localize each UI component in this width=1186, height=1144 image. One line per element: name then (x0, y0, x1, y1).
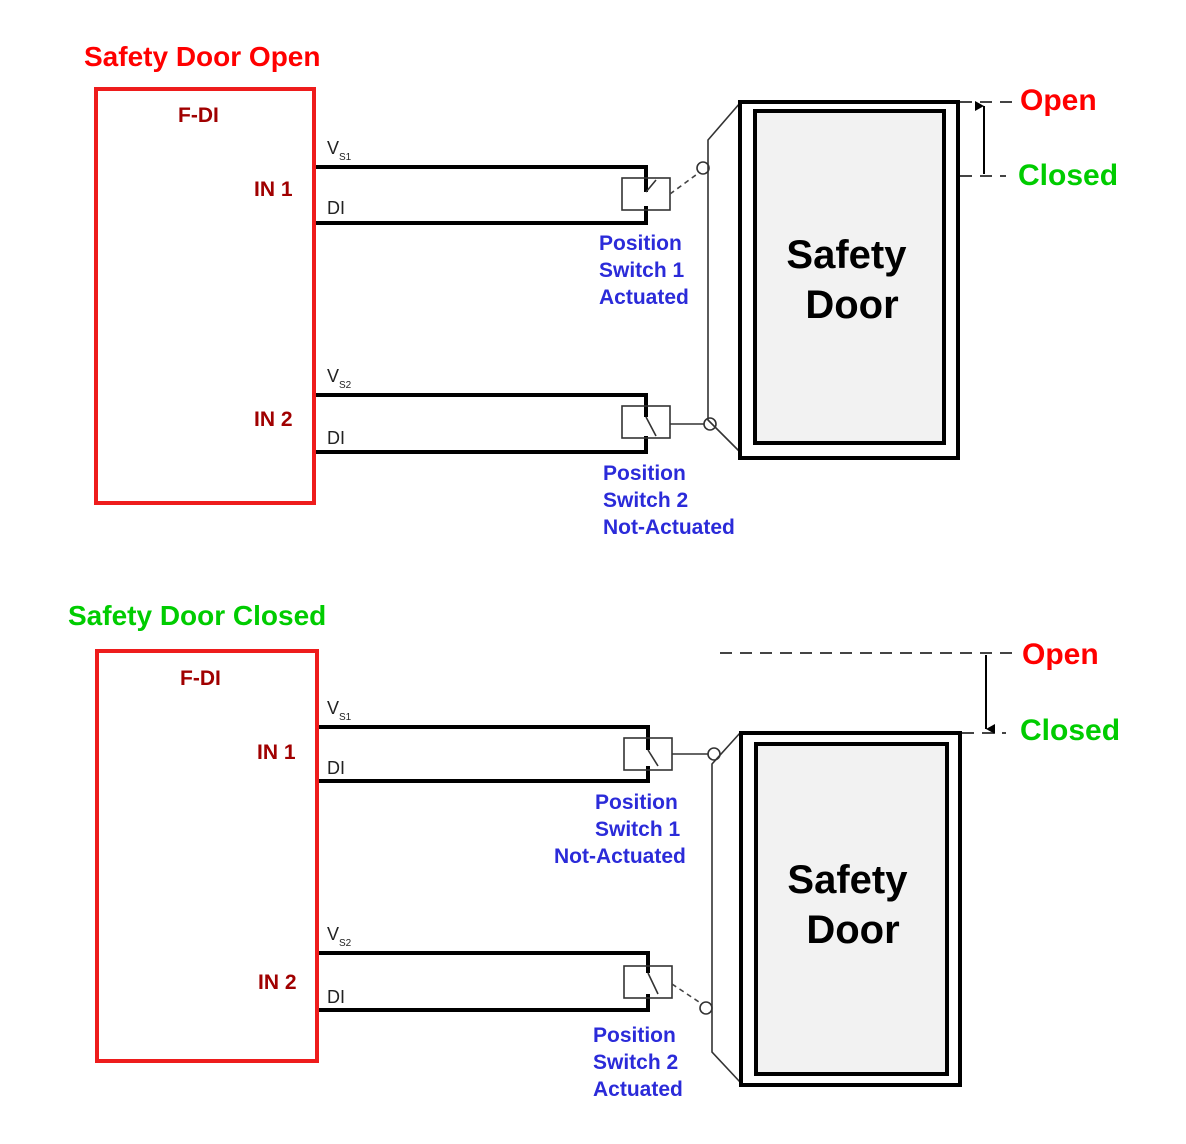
di2-label: DI (327, 428, 345, 448)
open-label: Open (1020, 84, 1097, 117)
fdi-module-box (95, 649, 319, 1063)
vs1-label: VS1 (327, 698, 352, 723)
channel-1-wires (319, 725, 650, 783)
door-linkage (707, 102, 741, 453)
vs2-label: VS2 (327, 924, 352, 949)
fdi-module-box (94, 87, 316, 505)
switch-2-caption: Position Switch 2 Not-Actuated (603, 462, 735, 539)
door-label: Safety Door (786, 233, 917, 327)
input-2-label: IN 2 (258, 971, 297, 994)
input-1-label: IN 1 (254, 178, 293, 201)
fdi-module-label: F-DI (180, 667, 221, 690)
safety-door: Safety Door (739, 731, 962, 1087)
input-1-label: IN 1 (257, 741, 296, 764)
fdi-module-label: F-DI (178, 104, 219, 127)
position-switch-1 (623, 737, 721, 771)
panel-title: Safety Door Open (84, 41, 320, 72)
safety-door: Safety Door (738, 100, 960, 460)
vs2-label: VS2 (327, 366, 352, 391)
channel-2-wires (316, 393, 648, 454)
position-switch-2 (623, 965, 713, 1015)
channel-2-wires (319, 951, 650, 1012)
panel-title: Safety Door Closed (68, 600, 326, 631)
position-switch-2 (621, 405, 717, 439)
switch-1-caption: Position Switch 1 Not-Actuated (554, 791, 686, 868)
position-switch-1 (621, 161, 710, 211)
closed-label: Closed (1020, 714, 1120, 747)
panel-door-open: Safety Door Open F-DI IN 1 IN 2 VS1 DI P… (84, 41, 1118, 539)
panel-door-closed: Safety Door Closed F-DI IN 1 IN 2 VS1 DI… (68, 600, 1120, 1101)
input-2-label: IN 2 (254, 408, 293, 431)
closed-label: Closed (1018, 159, 1118, 192)
switch-2-caption: Position Switch 2 Actuated (593, 1024, 684, 1101)
vs1-label: VS1 (327, 138, 352, 163)
door-linkage (711, 732, 741, 1083)
channel-1-wires (316, 165, 648, 225)
di1-label: DI (327, 198, 345, 218)
di1-label: DI (327, 758, 345, 778)
di2-label: DI (327, 987, 345, 1007)
door-label: Safety Door (787, 858, 918, 952)
open-label: Open (1022, 638, 1099, 671)
switch-1-caption: Position Switch 1 Actuated (599, 232, 690, 309)
